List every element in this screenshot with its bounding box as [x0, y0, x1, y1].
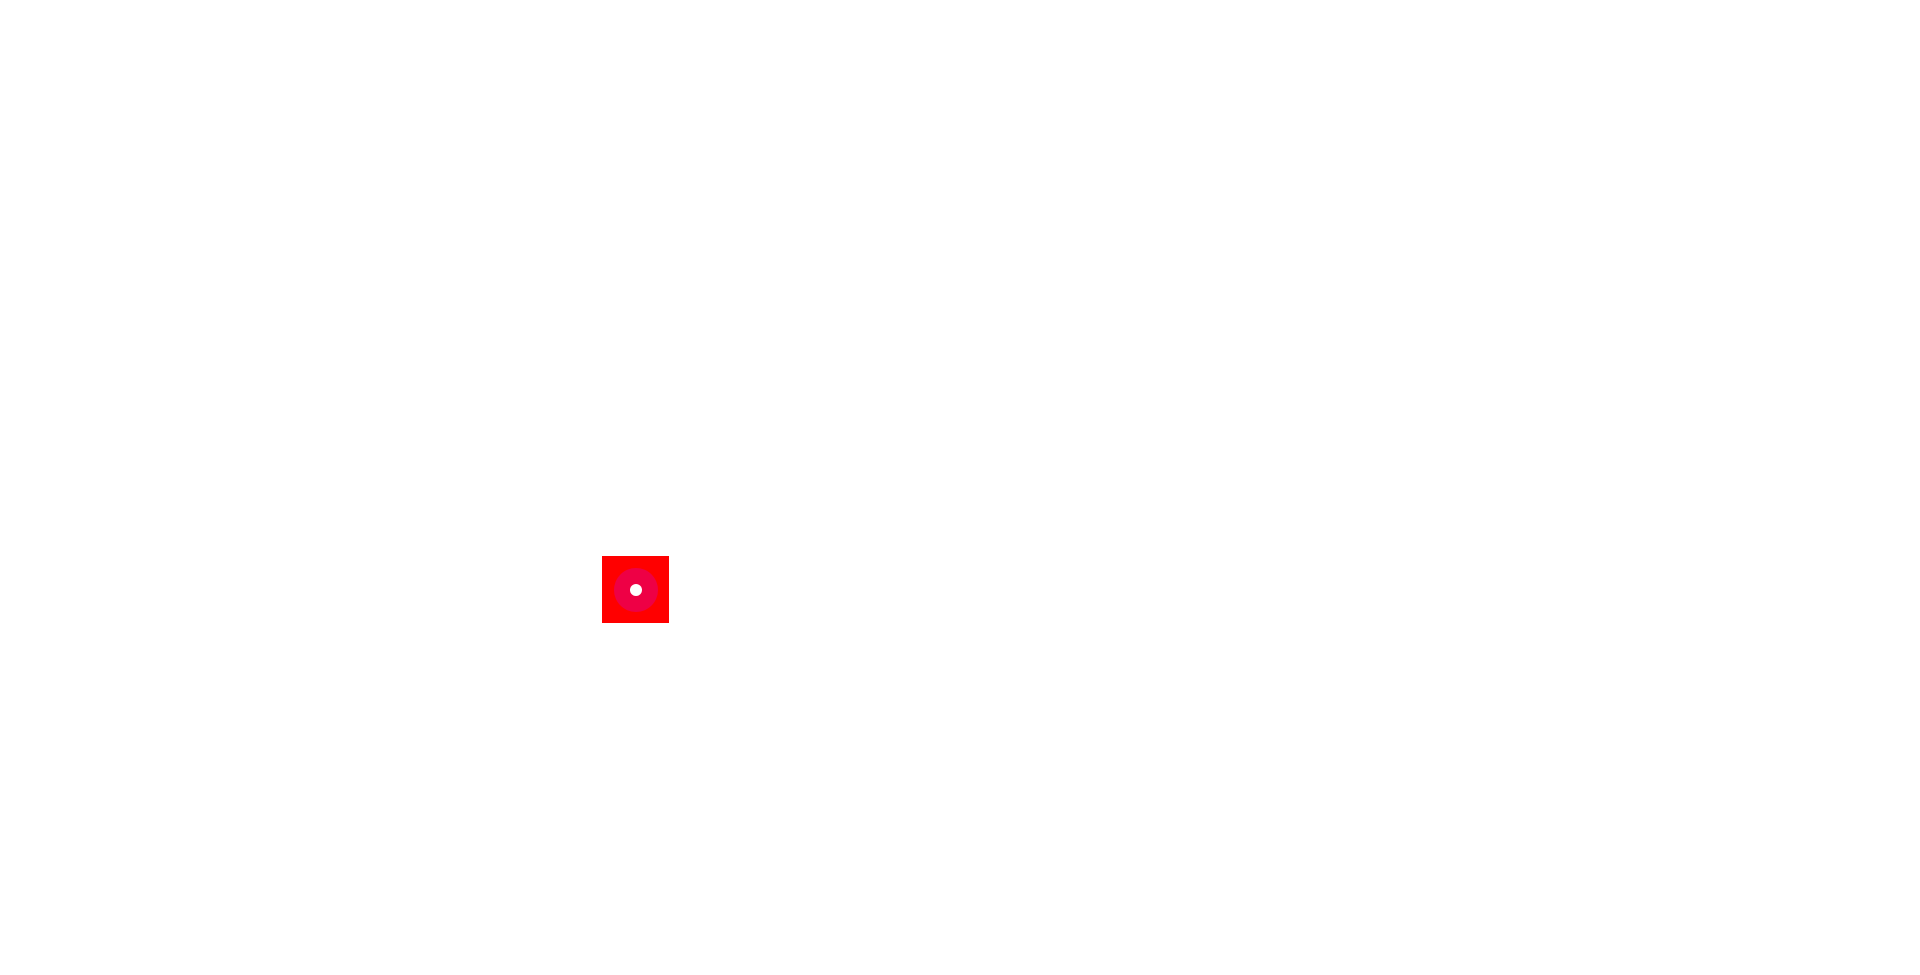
click-marker[interactable]: [602, 556, 669, 623]
click-marker-dot-icon: [629, 583, 642, 596]
